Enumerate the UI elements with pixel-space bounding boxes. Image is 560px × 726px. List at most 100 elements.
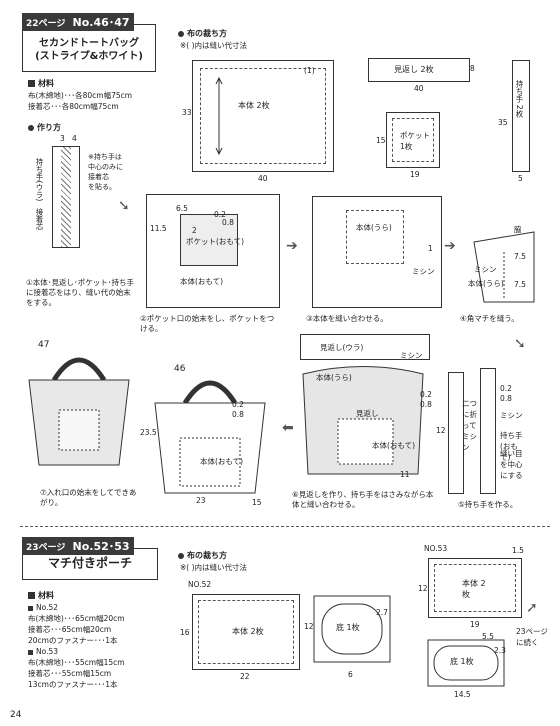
dot-bullet-icon xyxy=(178,30,184,37)
arrow-up-right-icon: ➚ xyxy=(526,600,538,616)
step3-body-label: 本体(うら) xyxy=(356,223,392,232)
bag-46-label: 46 xyxy=(174,364,186,374)
p52-body-w: 22 xyxy=(240,672,250,681)
p52-body-label: 本体 2枚 xyxy=(232,627,264,636)
cut2-note: ※( )内は縫い代寸法 xyxy=(180,563,248,572)
step6-facing: 見返し(ウラ) xyxy=(320,343,364,352)
strap-label: 持ち手(ウラ) xyxy=(35,158,44,202)
p53-base-label: 底 1枚 xyxy=(450,657,474,666)
step6-facing xyxy=(300,334,430,360)
p53-base-h: 5.5 xyxy=(482,632,494,641)
materials-list: 布(木綿地)･･･各80cm幅75cm 接着芯･･･各80cm幅75cm xyxy=(28,90,132,112)
materials2-list: No.52 布(木綿地)･･･65cm幅20cm 接着芯･･･65cm幅20cm… xyxy=(28,602,125,690)
step-2: ②ポケット口の始末をし、ポケットをつける。 xyxy=(140,314,275,333)
finished-bag-46 xyxy=(154,380,266,494)
howto-heading: 作り方 xyxy=(28,122,61,133)
step6-bag xyxy=(302,366,424,475)
step6-seam: ミシン xyxy=(400,351,423,360)
bag-d2: 0.8 xyxy=(232,410,244,419)
step2-body-label: 本体(おもて) xyxy=(180,277,224,286)
step4-width: 脇 xyxy=(514,225,522,234)
step2-d2: 11.5 xyxy=(150,224,167,233)
no52-tag: NO.52 xyxy=(188,580,212,589)
strap-w: 5 xyxy=(518,174,523,183)
dot-bullet-icon xyxy=(28,124,34,131)
seam-line xyxy=(198,600,294,664)
materials-heading: 材料 xyxy=(28,78,54,89)
facing-h: 8 xyxy=(470,64,475,73)
step5-fold: 二つに折ってミシン xyxy=(462,399,477,452)
step-7: ⑦入れ口の始末をしてできあがり。 xyxy=(40,488,137,507)
section1-number: No.46･47 xyxy=(72,16,130,29)
step6-body-o: 本体(おもて) xyxy=(372,441,416,450)
step-1: ①本体･見返し･ポケット･持ち手に接着芯をはり、縫い代の始末をする。 xyxy=(26,278,134,307)
p52-base-label: 底 1枚 xyxy=(336,623,360,632)
step5-d2: 0.8 xyxy=(500,394,512,403)
step5-d3: 12 xyxy=(436,426,446,435)
section1-title-line1: セカンドトートバッグ xyxy=(39,38,139,49)
bag-h: 23.5 xyxy=(140,428,157,437)
pattern-pocket xyxy=(386,112,440,168)
step-3: ③本体を縫い合わせる。 xyxy=(306,314,388,323)
strap-diagram xyxy=(52,146,80,248)
section1-page-ref: 22ページ xyxy=(26,19,66,29)
body-label: 本体 2枚 xyxy=(238,101,270,110)
pattern53-base xyxy=(427,639,505,687)
step-6: ⑥見返しを作り、持ち手をはさみながら本体と縫い合わせる。 xyxy=(292,490,434,509)
arrow-down-icon: ➘ xyxy=(514,336,526,352)
double-arrow-icon xyxy=(215,76,223,156)
material-item: 13cmのファスナー･･･1本 xyxy=(28,680,118,689)
section2-header: 23ページ No.52･53 マチ付きポーチ xyxy=(22,537,158,580)
step4-seam: ミシン xyxy=(474,265,497,274)
facing-label: 見返し 2枚 xyxy=(394,65,434,74)
materials2-heading: 材料 xyxy=(28,590,54,601)
square-bullet-icon xyxy=(28,649,33,655)
no53-tag: NO.53 xyxy=(424,544,448,553)
pattern-facing xyxy=(368,58,470,82)
p53-body-w: 19 xyxy=(470,620,480,629)
material-item: 20cmのファスナー･･･1本 xyxy=(28,636,118,645)
step4-d2: 7.5 xyxy=(514,280,526,289)
seam-line xyxy=(434,564,516,612)
p52-body-h: 16 xyxy=(180,628,190,637)
step2-d5: 2 xyxy=(192,226,197,235)
step5-middle: 縫い目を中心にする xyxy=(500,449,523,480)
interfacing-label: 接着芯 xyxy=(35,208,44,231)
step6-facing2: 見返し xyxy=(356,409,379,418)
bag-47-label: 47 xyxy=(38,340,50,350)
seam-line xyxy=(200,68,326,164)
p53-body-label: 本体 2枚 xyxy=(462,579,486,599)
strap-dim-3: 3 xyxy=(60,134,65,143)
section-divider xyxy=(20,526,550,527)
cut2-heading: 布の裁ち方 xyxy=(178,550,227,561)
p53-base-d: 2.3 xyxy=(494,646,506,655)
step-4: ④角マチを縫う。 xyxy=(460,314,519,323)
step5-strap-folded xyxy=(480,368,496,494)
finished-bag-47 xyxy=(28,357,130,466)
square-bullet-icon xyxy=(28,80,35,87)
material-item: 布(木綿地)･･･各80cm幅75cm xyxy=(28,91,133,100)
body-w: 40 xyxy=(258,174,268,183)
pocket-w: 19 xyxy=(410,170,420,179)
step2-pocket xyxy=(180,214,238,266)
body-h: 33 xyxy=(182,108,192,117)
step-5: ⑤持ち手を作る。 xyxy=(458,500,518,509)
material-item: 布(木綿地)･･･55cm幅15cm xyxy=(28,658,125,667)
section2-number: No.52･53 xyxy=(72,540,130,553)
pattern52-base xyxy=(313,595,391,663)
step6-d2: 0.8 xyxy=(420,400,432,409)
section1-tab: 22ページ No.46･47 xyxy=(22,13,134,31)
step4-diagram xyxy=(473,231,535,303)
step4-d1: 7.5 xyxy=(514,252,526,261)
pocket-label: ポケット 1枚 xyxy=(400,131,430,151)
cut-note: ※( )内は縫い代寸法 xyxy=(180,41,248,50)
p53-base-w: 14.5 xyxy=(454,690,471,699)
material-item: 接着芯･･･各80cm幅75cm xyxy=(28,102,119,111)
p52-base-w: 12 xyxy=(304,622,314,631)
bag-w: 23 xyxy=(196,496,206,505)
section2-title: マチ付きポーチ xyxy=(47,556,132,570)
body-seam: (1) xyxy=(304,66,315,75)
step2-d1: 6.5 xyxy=(176,204,188,213)
strap-note: ※持ち手は中心のみに接着芯を貼る。 xyxy=(88,153,123,191)
strap-piece-label: 持ち手 2枚 xyxy=(515,80,524,118)
